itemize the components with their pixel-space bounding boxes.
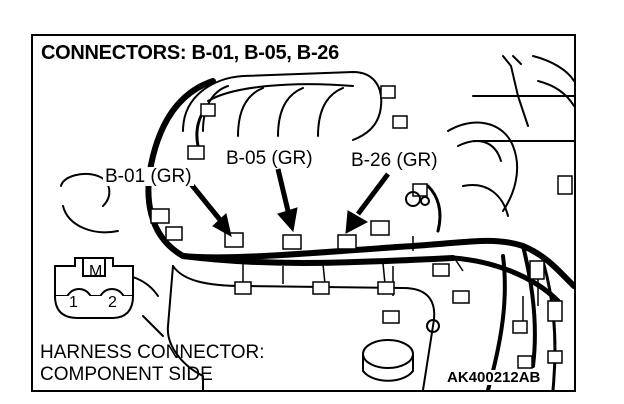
- left-bracket: [60, 173, 111, 207]
- connector-b26: [337, 234, 357, 250]
- filler-cap: [362, 339, 414, 369]
- connector-b05: [282, 234, 302, 250]
- connector-b01: [224, 232, 244, 248]
- right-hose: [447, 121, 519, 212]
- connector-symbol-label: M: [89, 263, 103, 280]
- valve-cover-lower: [172, 265, 436, 390]
- callout-label-b05: B-05 (GR): [224, 148, 315, 169]
- connector-symbol: [54, 257, 134, 319]
- diagram-title: CONNECTORS: B-01, B-05, B-26: [41, 42, 339, 64]
- connector-pin-2: 2: [108, 294, 117, 311]
- diagram-frame: CONNECTORS: B-01, B-05, B-26 B-01 (GR) B…: [31, 34, 576, 392]
- footer-line-2: COMPONENT SIDE: [40, 364, 213, 385]
- footer-line-1: HARNESS CONNECTOR:: [40, 342, 265, 363]
- connector-pin-1: 1: [69, 294, 78, 311]
- reference-code: AK400212AB: [445, 369, 543, 386]
- callout-arrows: [189, 168, 390, 237]
- callout-label-b01: B-01 (GR): [103, 166, 194, 187]
- engine-harness-drawing: [54, 55, 574, 390]
- connector-boxes: [150, 85, 573, 369]
- callout-label-b26: B-26 (GR): [349, 150, 440, 171]
- intake-plenum-outline: [182, 71, 383, 141]
